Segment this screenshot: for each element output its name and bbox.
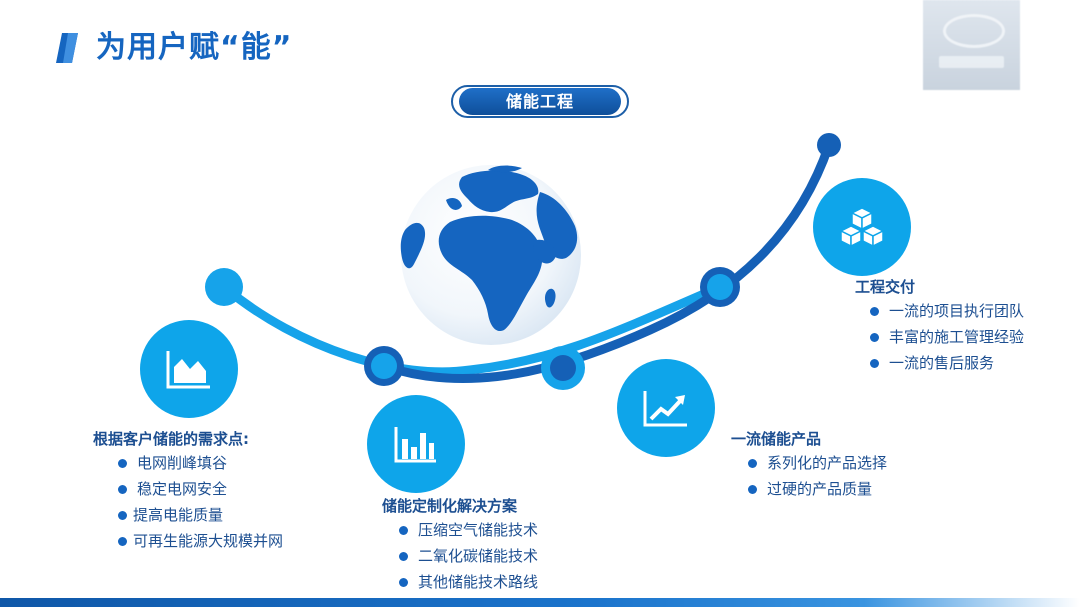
- products-list: 系列化的产品选择 过硬的产品质量: [748, 450, 887, 502]
- circle-trend: [617, 359, 715, 457]
- list-item: 可再生能源大规模并网: [118, 528, 283, 554]
- list-item: 二氧化碳储能技术: [399, 543, 538, 569]
- node-2-core: [550, 355, 576, 381]
- page-title: 为用户赋“能”: [96, 30, 293, 65]
- list-item: 电网削峰填谷: [118, 450, 283, 476]
- list-item: 压缩空气储能技术: [399, 517, 538, 543]
- node-1-core: [371, 353, 397, 379]
- dark-curve: [379, 140, 834, 384]
- needs-list: 电网削峰填谷 稳定电网安全 提高电能质量 可再生能源大规模并网: [118, 450, 283, 554]
- globe-icon: [400, 165, 581, 345]
- trend-up-icon: [643, 391, 687, 427]
- bottom-bar: [0, 598, 1080, 607]
- group-title-solutions: 储能定制化解决方案: [382, 497, 518, 515]
- light-curve: [219, 282, 725, 377]
- circle-boxes: [813, 178, 911, 276]
- area-chart-icon: [166, 351, 210, 389]
- list-item: 过硬的产品质量: [748, 476, 887, 502]
- solutions-list: 压缩空气储能技术 二氧化碳储能技术 其他储能技术路线: [399, 517, 538, 595]
- circle-area-chart: [140, 320, 238, 418]
- node-3-core: [707, 274, 733, 300]
- list-item: 其他储能技术路线: [399, 569, 538, 595]
- center-label: 储能工程: [459, 88, 621, 115]
- group-title-delivery: 工程交付: [855, 278, 916, 296]
- bar-chart-icon: [394, 427, 436, 463]
- delivery-list: 一流的项目执行团队 丰富的施工管理经验 一流的售后服务: [870, 298, 1024, 376]
- list-item: 一流的售后服务: [870, 350, 1024, 376]
- list-item: 系列化的产品选择: [748, 450, 887, 476]
- node-end: [817, 133, 841, 157]
- node-start: [205, 268, 243, 306]
- group-title-needs: 根据客户储能的需求点:: [93, 430, 249, 448]
- title-accent-icon: [56, 33, 78, 63]
- company-logo: [923, 0, 1020, 90]
- boxes-icon: [839, 207, 885, 248]
- center-label-frame: [451, 85, 629, 118]
- list-item: 提高电能质量: [118, 502, 283, 528]
- list-item: 稳定电网安全: [118, 476, 283, 502]
- circle-bar-chart: [367, 395, 465, 493]
- list-item: 一流的项目执行团队: [870, 298, 1024, 324]
- group-title-products: 一流储能产品: [731, 430, 822, 448]
- list-item: 丰富的施工管理经验: [870, 324, 1024, 350]
